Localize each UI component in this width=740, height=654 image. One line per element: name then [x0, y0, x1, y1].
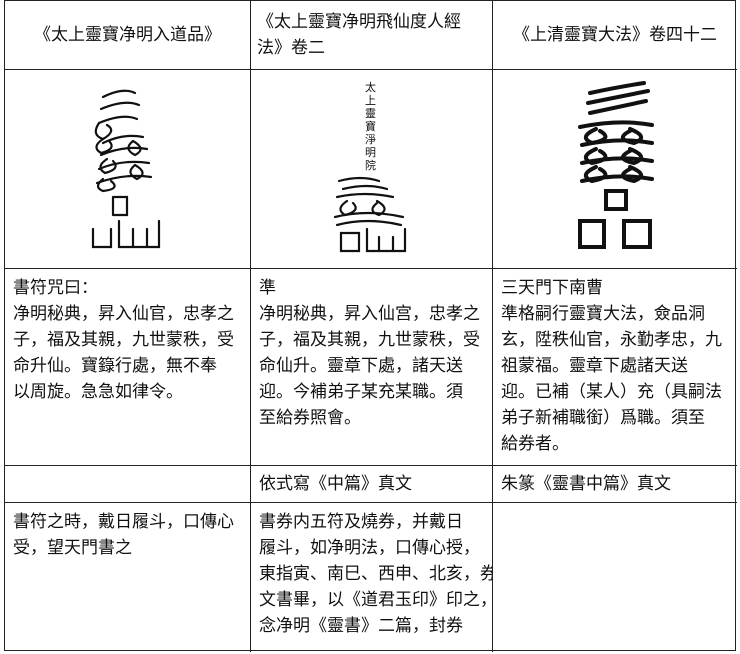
text-cell-r5c3: [493, 503, 737, 652]
header-title-3: 《上清靈寶大法》卷四十二: [513, 25, 717, 45]
text-line: 三天門下南曹: [501, 278, 603, 298]
text-line: 祖蒙福。靈章下處諸天送: [501, 356, 688, 376]
talisman-figure-cell-3: [493, 70, 737, 269]
talisman-inscription-char-4: 寶: [365, 119, 376, 133]
text-line: 書符之時，戴日履斗，口傳心: [13, 512, 234, 532]
talisman-figure-1: [91, 89, 160, 249]
header-cell-3: 《上清靈寶大法》卷四十二: [493, 1, 737, 70]
text-line: 净明秘典，昇入仙宫，忠孝之: [259, 304, 480, 324]
text-cell-r5c1: 書符之時，戴日履斗，口傳心 受，望天門書之: [5, 503, 251, 652]
text-line: 弟子新補職銜）爲職。須至: [501, 408, 705, 428]
text-line: 净明秘典，昇入仙官，忠孝之: [13, 304, 234, 324]
text-line: 書券内五符及燒券，并戴日: [259, 512, 463, 532]
talisman-inscription-char-6: 明: [365, 146, 376, 159]
talisman-figure-cell-2: 太 上 靈 寶 淨 明 院: [251, 70, 493, 269]
header-title-2: 《太上靈寶净明飛仙度人經法》卷二: [257, 12, 461, 58]
text-cell-r3c2: 準 净明秘典，昇入仙宫，忠孝之 子，福及其親，九世蒙秩，受 命仙升。靈章下處，諸…: [251, 269, 493, 466]
text-line: 命仙升。靈章下處，諸天送: [259, 356, 463, 376]
text-line: 迎。已補（某人）充（具嗣法: [501, 382, 722, 402]
text-line: 念净明《靈書》二篇，封券: [259, 616, 463, 636]
text-line: 至給券照會。: [259, 408, 361, 428]
text-line: 玄，陞秩仙官，永勤孝忠，九: [501, 330, 722, 350]
header-cell-2: 《太上靈寶净明飛仙度人經法》卷二: [251, 1, 493, 70]
text-line: 東指寅、南巳、西申、北亥，券: [259, 564, 493, 584]
text-line: 子，福及其親，九世蒙秩，受: [13, 330, 234, 350]
text-line: 依式寫《中篇》真文: [259, 474, 412, 494]
talisman-inscription-char-5: 淨: [365, 133, 376, 146]
comparison-table: 《太上靈寶净明入道品》 《太上靈寶净明飛仙度人經法》卷二 《上清靈寶大法》卷四十…: [4, 0, 737, 652]
text-line: 命升仙。寶籙行處，無不奉: [13, 356, 217, 376]
text-cell-r4c3: 朱篆《靈書中篇》真文: [493, 466, 737, 503]
text-line: 文書畢，以《道君玉印》印之，: [259, 590, 493, 610]
text-cell-r5c2: 書券内五符及燒券，并戴日 履斗，如净明法，口傳心授， 東指寅、南巳、西申、北亥，…: [251, 503, 493, 652]
text-line: 書符咒曰：: [13, 278, 98, 298]
talisman-figure-3: [578, 81, 654, 249]
text-cell-r3c3: 三天門下南曹 準格嗣行靈寶大法，僉品洞 玄，陞秩仙官，永勤孝忠，九 祖蒙福。靈章…: [493, 269, 737, 466]
text-line: 準: [259, 278, 276, 298]
talisman-figure-cell-1: [5, 70, 251, 269]
text-line: 履斗，如净明法，口傳心授，: [259, 538, 480, 558]
text-line: 準格嗣行靈寶大法，僉品洞: [501, 304, 705, 324]
text-line: 迎。今補弟子某充某職。須: [259, 382, 463, 402]
text-cell-r3c1: 書符咒曰： 净明秘典，昇入仙官，忠孝之 子，福及其親，九世蒙秩，受 命升仙。寶籙…: [5, 269, 251, 466]
talisman-inscription-char-7: 院: [365, 158, 376, 172]
text-line: 以周旋。急急如律令。: [13, 382, 183, 402]
text-line: 給券者。: [501, 434, 569, 454]
header-title-1: 《太上靈寶净明入道品》: [34, 25, 221, 45]
header-cell-1: 《太上靈寶净明入道品》: [5, 1, 251, 70]
text-line: 子，福及其親，九世蒙秩，受: [259, 330, 480, 350]
text-cell-r4c2: 依式寫《中篇》真文: [251, 466, 493, 503]
text-line: 受，望天門書之: [13, 538, 132, 558]
talisman-inscription-char-1: 太: [365, 81, 376, 94]
talisman-inscription-char-3: 靈: [365, 107, 376, 120]
text-line: 朱篆《靈書中篇》真文: [501, 474, 671, 494]
text-cell-r4c1: [5, 466, 251, 503]
talisman-figure-2: 太 上 靈 寶 淨 明 院: [333, 81, 406, 252]
talisman-inscription-char-2: 上: [365, 94, 376, 107]
